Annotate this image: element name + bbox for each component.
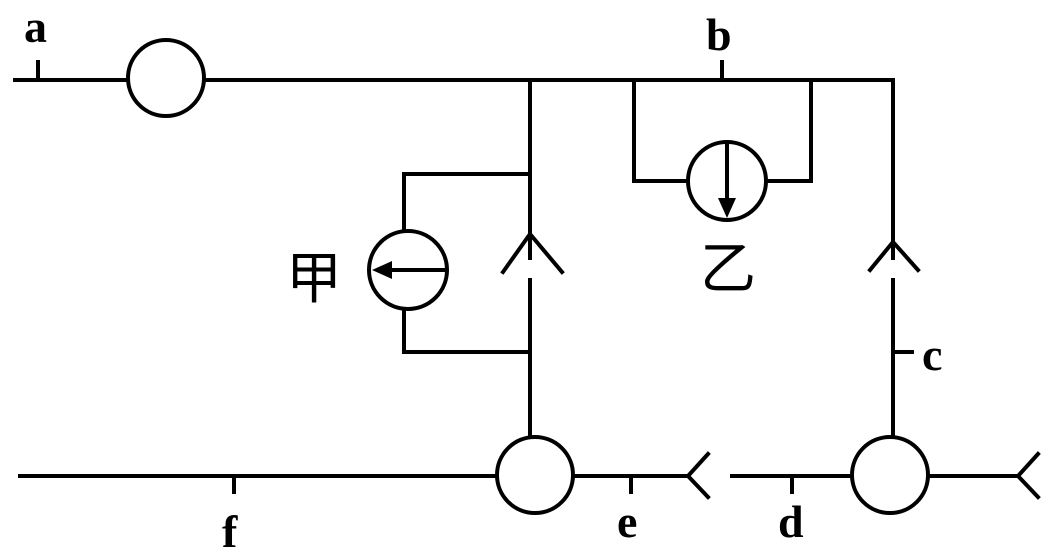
- label-e: e: [617, 496, 637, 547]
- label-f: f: [222, 506, 238, 557]
- label-d: d: [778, 496, 804, 547]
- label-a: a: [24, 1, 47, 52]
- branch-yi: [632, 78, 813, 183]
- label-yi: 乙: [700, 237, 756, 302]
- bottom-right-axon: [730, 435, 1041, 515]
- branch-right: [867, 78, 921, 440]
- neuron-body-top: [126, 38, 206, 118]
- label-c: c: [922, 329, 942, 380]
- label-b: b: [706, 9, 732, 60]
- label-jia: 甲: [286, 247, 342, 312]
- branch-jia: [402, 78, 565, 442]
- bottom-left-axon: [18, 435, 711, 515]
- meter-jia: [367, 229, 449, 311]
- synapse-arrowhead-right: [867, 238, 921, 273]
- synapse-arrowhead-bottom-middle: [685, 451, 711, 500]
- neuron-body-bottom-middle: [495, 435, 575, 515]
- synapse-arrowhead-middle: [500, 230, 565, 275]
- top-axon: [13, 60, 895, 82]
- synapse-arrowhead-bottom-right: [1015, 451, 1041, 500]
- neuron-body-bottom-right: [850, 435, 930, 515]
- meter-yi: [686, 140, 768, 222]
